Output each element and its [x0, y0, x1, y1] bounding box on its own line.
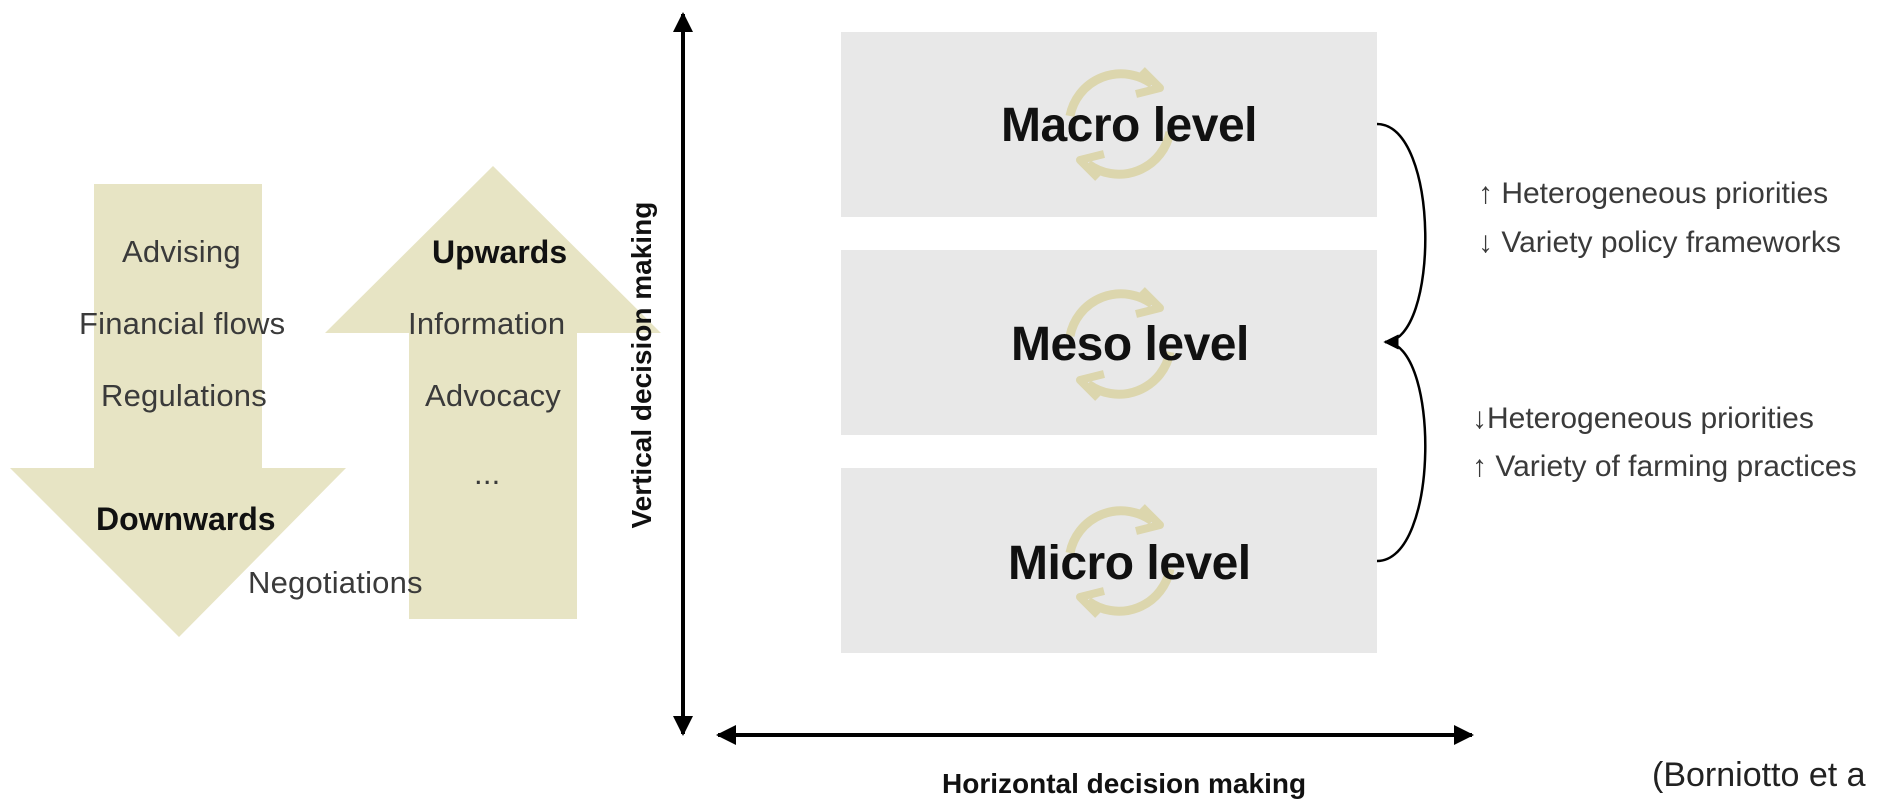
lower-annotation-line-2: ↑ Variety of farming practices — [1472, 450, 1857, 483]
meso-level-label: Meso level — [1011, 318, 1249, 371]
macro-meso-connector — [1376, 122, 1427, 350]
downwards-arrow-shape — [10, 184, 346, 637]
upper-annotation-line-1: ↑ Heterogeneous priorities — [1478, 177, 1829, 210]
meso-level-box — [841, 250, 1377, 435]
macro-level-box — [841, 32, 1377, 217]
upper-annotation-line-2: ↓ Variety policy frameworks — [1478, 226, 1841, 259]
upwards-item-information: Information — [408, 306, 566, 341]
downwards-title: Downwards — [96, 501, 276, 537]
downwards-item-regulations: Regulations — [101, 378, 267, 413]
upwards-arrow-shape — [325, 166, 661, 619]
downwards-item-financial-flows: Financial flows — [79, 306, 286, 341]
micro-level-label: Micro level — [1008, 537, 1251, 590]
lower-annotation-line-1: ↓Heterogeneous priorities — [1472, 402, 1814, 435]
micro-level-box — [841, 468, 1377, 653]
vertical-axis-label: Vertical decision making — [626, 201, 657, 529]
horizontal-axis-label: Horizontal decision making — [942, 768, 1307, 799]
macro-level-label: Macro level — [1001, 99, 1257, 152]
negotiations-label: Negotiations — [248, 565, 423, 600]
upwards-item-ellipsis: ... — [474, 456, 501, 491]
upwards-item-advocacy: Advocacy — [425, 378, 561, 413]
downwards-item-advising: Advising — [122, 234, 241, 269]
citation: (Borniotto et a — [1652, 756, 1866, 794]
upwards-title: Upwards — [432, 234, 568, 270]
micro-meso-connector — [1376, 334, 1427, 563]
